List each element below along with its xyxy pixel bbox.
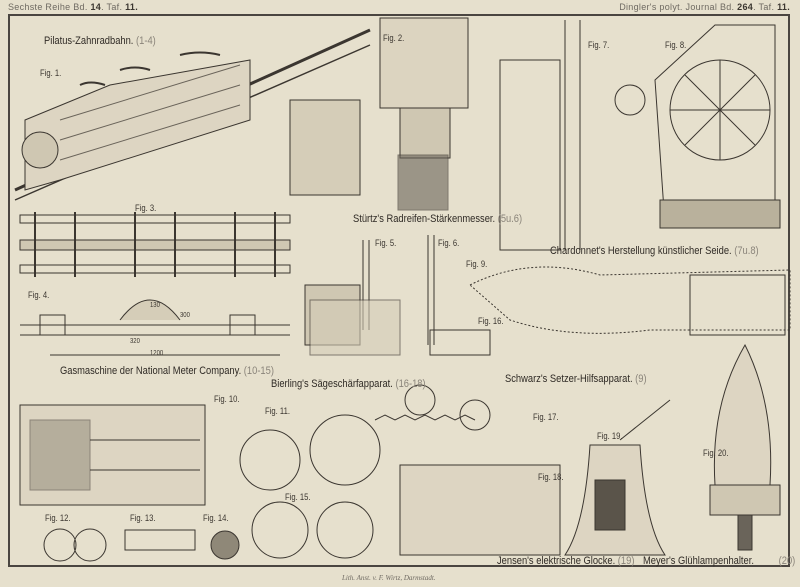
fig-label: Fig. 4. <box>28 290 50 300</box>
caption-title: Jensen's elektrische Glocke. <box>497 555 616 567</box>
fig7-8-drawing <box>499 20 781 251</box>
caption-title: Gasmaschine der National Meter Company. <box>60 365 242 377</box>
dimension-label: 300 <box>180 312 190 319</box>
fig1-rack-railway-drawing <box>14 28 371 201</box>
fig5-6-drawing <box>304 235 435 356</box>
fig-label: Fig. 18. <box>538 472 564 482</box>
caption-schwarz: Schwarz's Setzer-Hilfsapparat. (9) <box>505 373 647 385</box>
fig-label: Fig. 20. <box>703 448 729 458</box>
caption-figs: (5u.6) <box>497 213 523 225</box>
fig-label: Fig. 7. <box>588 40 610 50</box>
fig-label: Fig. 17. <box>533 412 559 422</box>
caption-figs: (16-18) <box>395 378 426 390</box>
dimension-label: 1200 <box>150 350 164 357</box>
journal-plate-number: 11. <box>777 2 790 12</box>
fig19-bell-drawing <box>564 399 671 556</box>
journal-volume: 264 <box>737 2 754 12</box>
fig-label: Fig. 2. <box>383 33 405 43</box>
caption-title: Bierling's Sägeschärfapparat. <box>271 378 393 390</box>
series-label: Sechste Reihe Bd. <box>8 2 88 12</box>
caption-title: Meyer's Glühlampenhalter. <box>643 555 754 567</box>
journal-label: Dingler's polyt. Journal Bd. <box>619 2 735 12</box>
fig16-18-saw-drawing <box>374 329 561 556</box>
fig-label: Fig. 10. <box>214 394 240 404</box>
fig3-track-drawing <box>19 212 291 277</box>
caption-title: Pilatus-Zahnradbahn. <box>44 35 134 47</box>
fig9-hand-drawing <box>469 266 791 336</box>
fig-label: Fig. 8. <box>665 40 687 50</box>
caption-figs: (9) <box>635 373 647 385</box>
dimension-label: 320 <box>130 338 140 345</box>
plate-prefix: Taf. <box>106 2 123 12</box>
caption-figs: (20) <box>778 555 796 567</box>
caption-title: Stürtz's Radreifen-Stärkenmesser. <box>353 213 496 225</box>
caption-meyer: Meyer's Glühlampenhalter. (20) <box>643 555 795 567</box>
fig-label: Fig. 19. <box>597 431 623 441</box>
series-volume: 14 <box>90 2 102 12</box>
caption-figs: (1-4) <box>136 35 156 47</box>
plate-number: 11. <box>125 2 138 12</box>
fig-label: Fig. 3. <box>135 203 157 213</box>
caption-stuertz: Stürtz's Radreifen-Stärkenmesser. (5u.6) <box>353 213 522 225</box>
fig-label: Fig. 11. <box>265 406 290 416</box>
caption-figs: (19) <box>617 555 635 567</box>
fig-label: Fig. 12. <box>45 513 71 523</box>
fig-label: Fig. 13. <box>130 513 156 523</box>
fig-label: Fig. 5. <box>375 238 397 248</box>
caption-chardonnet: Chardonnet's Herstellung künstlicher Sei… <box>550 245 759 257</box>
fig-label: Fig. 14. <box>203 513 229 523</box>
lithographer-credit: Lith. Anst. v. F. Wirtz, Darmstadt. <box>342 574 436 582</box>
fig-label: Fig. 15. <box>285 492 311 502</box>
fig4-drawing <box>20 299 290 356</box>
fig-label: Fig. 6. <box>438 238 460 248</box>
fig2-drawing <box>379 17 469 211</box>
caption-figs: (7u.8) <box>734 245 759 257</box>
caption-figs: (10-15) <box>243 365 274 377</box>
fig-label: Fig. 9. <box>466 259 488 269</box>
fig10-15-gas-engine-drawing <box>19 404 381 562</box>
caption-title: Chardonnet's Herstellung künstlicher Sei… <box>550 245 732 257</box>
fig20-lamp-drawing <box>709 343 781 551</box>
caption-bierling: Bierling's Sägeschärfapparat. (16-18) <box>271 378 426 390</box>
fig-label: Fig. 16. <box>478 316 504 326</box>
plate-series-header: Sechste Reihe Bd. 14. Taf. 11. <box>8 2 138 12</box>
plate-frame <box>8 14 790 567</box>
journal-header: Dingler's polyt. Journal Bd. 264. Taf. 1… <box>619 2 790 12</box>
caption-jensen: Jensen's elektrische Glocke. (19) <box>497 555 634 567</box>
caption-pilatus: Pilatus-Zahnradbahn. (1-4) <box>44 35 156 47</box>
fig-label: Fig. 1. <box>40 68 62 78</box>
caption-gasmaschine: Gasmaschine der National Meter Company. … <box>60 365 274 377</box>
caption-title: Schwarz's Setzer-Hilfsapparat. <box>505 373 633 385</box>
journal-plate-prefix: Taf. <box>758 2 775 12</box>
dimension-label: 130 <box>150 302 160 309</box>
